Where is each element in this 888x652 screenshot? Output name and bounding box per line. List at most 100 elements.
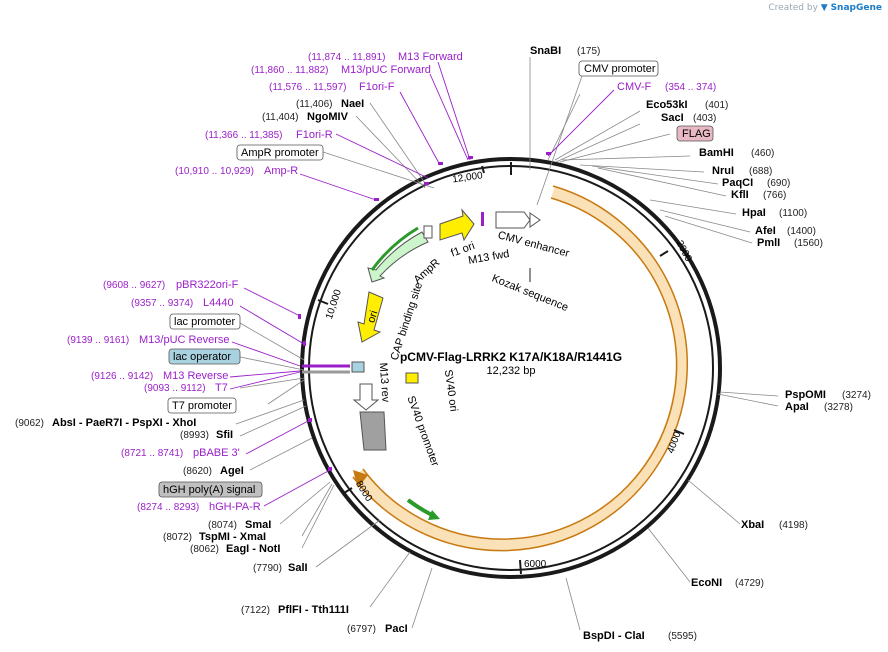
primer-m13-forward-pos: (11,874 .. 11,891): [308, 52, 385, 63]
primer-pbr322ori-f: pBR322ori-F: [176, 279, 239, 291]
site-snabi-pos: (175): [577, 46, 600, 57]
site-econi: EcoNI: [691, 577, 722, 589]
sv40-ori-box: [405, 372, 419, 384]
site-kfli: KflI: [731, 189, 749, 201]
site-tspmi-xmai-pos: (8072): [163, 532, 192, 543]
site-ngomiv-pos: (11,404): [262, 112, 299, 123]
site-hpai-pos: (1100): [779, 208, 807, 219]
site-snabi: SnaBI: [530, 45, 561, 57]
box-cmv-promoter-text: CMV promoter: [584, 63, 656, 75]
primer-l4440: L4440: [203, 297, 234, 309]
site-smai: SmaI: [245, 519, 271, 531]
site-naei-pos: (11,406): [296, 99, 333, 110]
site-sali: SalI: [288, 562, 308, 574]
site-kfli-pos: (766): [763, 190, 786, 201]
box-lac-operator: [168, 348, 241, 365]
ticks: [317, 162, 685, 575]
f1-ori-arrow: [439, 208, 475, 242]
snapgene-logo: ▼: [820, 3, 828, 13]
box-lac-promoter: [169, 313, 241, 330]
box-hgh-polya: [158, 481, 263, 498]
primer-t7: T7: [215, 382, 228, 394]
site-xhoi-pos: (9062): [15, 418, 44, 429]
label-sv40-promoter: SV40 promoter: [404, 394, 441, 468]
primer-hgh-pa-r: hGH-PA-R: [209, 501, 261, 513]
site-sali-pos: (7790): [253, 563, 282, 574]
primer-f1ori-r: F1ori-R: [296, 129, 333, 141]
site-ngomiv: NgoMIV: [307, 111, 349, 123]
lac-operator-mark: [351, 361, 365, 373]
site-naei: NaeI: [341, 98, 364, 110]
box-t7-promoter-text: T7 promoter: [172, 400, 232, 412]
ampr-promoter-mark: [423, 225, 433, 239]
site-saci: SacI: [661, 112, 684, 124]
label-sv40-ori: SV40 ori: [442, 369, 460, 412]
primer-cmv-f: CMV-F: [617, 81, 652, 93]
created-by-text: Created by: [768, 3, 818, 13]
site-pspomi-pos: (3274): [842, 390, 871, 401]
tick-6000: 6000: [524, 559, 547, 570]
site-pflfi-pos: (7122): [241, 605, 270, 616]
site-paqci-pos: (690): [767, 178, 790, 189]
primer-f1ori-f-pos: (11,576 .. 11,597): [269, 82, 346, 93]
box-cmv-promoter: [578, 60, 659, 77]
site-afei-pos: (1400): [787, 226, 816, 237]
primer-m13-reverse-pos: (9126 .. 9142): [91, 371, 153, 382]
box-flag: [676, 125, 714, 142]
primer-f1ori-f: F1ori-F: [359, 81, 395, 93]
tick-12000: 12,000: [452, 170, 484, 185]
site-agei: AgeI: [220, 465, 244, 477]
primer-cmv-f-pos: (354 .. 374): [665, 82, 716, 93]
site-eco53ki: Eco53kI: [646, 99, 688, 111]
site-paqci: PaqCI: [722, 177, 753, 189]
ampr-green-stroke: [370, 226, 419, 271]
primer-m13puc-reverse: M13/pUC Reverse: [139, 334, 229, 346]
primer-amp-r: Amp-R: [264, 165, 298, 177]
label-m13-rev: M13 rev: [377, 362, 392, 403]
site-saci-pos: (403): [693, 113, 716, 124]
primer-ticks: [298, 152, 551, 471]
primer-m13puc-reverse-pos: (9139 .. 9161): [67, 335, 129, 346]
label-ori: ori: [365, 309, 380, 324]
snapgene-watermark: Created by ▼ SnapGene: [768, 3, 882, 13]
box-t7-promoter: [167, 397, 237, 414]
primer-pbr322ori-f-pos: (9608 .. 9627): [103, 280, 165, 291]
site-paci: PacI: [385, 623, 408, 635]
primer-m13-reverse: M13 Reverse: [163, 370, 228, 382]
site-bamhi-pos: (460): [751, 148, 774, 159]
site-sfii: SfiI: [216, 429, 233, 441]
site-sfii-pos: (8993): [180, 430, 209, 441]
primer-amp-r-pos: (10,910 .. 10,929): [175, 166, 254, 177]
box-flag-text: FLAG: [682, 128, 711, 140]
box-ampr-promoter-text: AmpR promoter: [241, 147, 319, 159]
site-xbai: XbaI: [741, 519, 764, 531]
label-ampr: AmpR: [412, 257, 443, 286]
site-pflfi-tth111i: PflFI - Tth111I: [278, 604, 349, 616]
site-bspdi-clai: BspDI - ClaI: [583, 630, 645, 642]
site-bspdi-clai-pos: (5595): [668, 631, 697, 642]
plasmid-name: pCMV-Flag-LRRK2 K17A/K18A/R1441G: [400, 350, 622, 364]
backbone-outer: [300, 157, 722, 579]
site-apai: ApaI: [785, 401, 809, 413]
site-agei-pos: (8620): [183, 466, 212, 477]
m13-fwd-mark: [481, 212, 484, 226]
ori-arrow: [357, 291, 384, 343]
primer-pbabe3-pos: (8721 .. 8741): [121, 448, 183, 459]
site-nrui-pos: (688): [749, 166, 772, 177]
primer-l4440-pos: (9357 .. 9374): [131, 298, 193, 309]
ampr-feature: [367, 231, 429, 283]
site-smai-pos: (8074): [208, 520, 237, 531]
sv40-promoter-arrow: [352, 383, 380, 411]
cmv-enhancer-arrow: [495, 211, 531, 229]
site-paci-pos: (6797): [347, 624, 376, 635]
site-econi-pos: (4729): [735, 578, 764, 589]
site-pspomi: PspOMI: [785, 389, 826, 401]
site-pmli: PmlI: [757, 237, 780, 249]
snapgene-brand: SnapGene: [830, 3, 882, 13]
site-nrui: NruI: [712, 165, 734, 177]
site-apai-pos: (3278): [824, 402, 853, 413]
insert-arc: [353, 186, 688, 551]
primer-m13puc-forward: M13/pUC Forward: [341, 64, 431, 76]
box-ampr-promoter: [236, 144, 324, 161]
